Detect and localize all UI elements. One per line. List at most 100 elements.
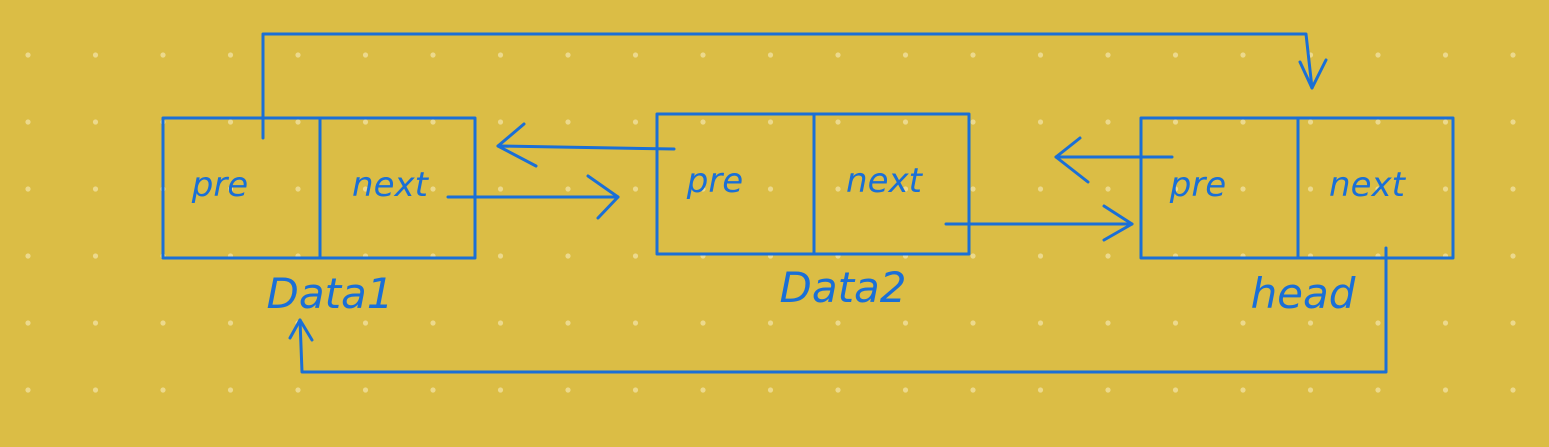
arrow-data1-pre-to-head — [261, 32, 1328, 140]
grid-dot — [565, 52, 571, 58]
grid-dot — [1240, 387, 1246, 393]
grid-dot — [92, 119, 99, 125]
grid-dot — [92, 253, 99, 259]
grid-dot — [1172, 52, 1179, 58]
grid-dot — [1375, 186, 1381, 192]
node-data1-field-next: next — [352, 165, 430, 205]
grid-dot — [1037, 52, 1044, 58]
grid-dot — [1307, 387, 1314, 393]
grid-dot — [1105, 52, 1111, 58]
grid-dot — [25, 387, 31, 393]
grid-dot — [970, 387, 976, 393]
grid-dot — [92, 320, 99, 326]
grid-dot — [970, 253, 976, 259]
node-head-field-pre: pre — [1169, 165, 1226, 205]
grid-dot — [565, 320, 571, 326]
grid-dot — [160, 387, 166, 393]
grid-dot — [835, 52, 841, 58]
grid-dot — [1105, 119, 1111, 125]
grid-dot — [25, 52, 31, 58]
grid-dot — [1307, 320, 1314, 326]
grid-dot — [92, 52, 99, 58]
grid-dot — [835, 186, 841, 192]
arrow-head-next-to-data1 — [288, 246, 1388, 374]
grid-dot — [835, 119, 841, 125]
grid-dot — [295, 119, 301, 125]
dot-grid — [25, 52, 1516, 393]
grid-dot — [430, 320, 436, 326]
grid-dot — [767, 52, 774, 58]
grid-dot — [25, 320, 31, 326]
node-data2-label: Data2 — [779, 263, 906, 312]
grid-dot — [1037, 186, 1044, 192]
grid-dot — [430, 119, 436, 125]
grid-dot — [1375, 387, 1381, 393]
grid-dot — [632, 320, 639, 326]
grid-dot — [902, 387, 909, 393]
grid-dot — [497, 119, 504, 125]
grid-dot — [565, 387, 571, 393]
grid-dot — [362, 387, 369, 393]
grid-dot — [1375, 320, 1381, 326]
grid-dot — [632, 186, 639, 192]
grid-dot — [1375, 52, 1381, 58]
grid-dot — [700, 320, 706, 326]
grid-dot — [700, 52, 706, 58]
grid-dot — [1105, 253, 1111, 259]
grid-dot — [295, 186, 301, 192]
grid-dot — [1037, 320, 1044, 326]
grid-dot — [227, 186, 234, 192]
grid-dot — [565, 186, 571, 192]
grid-dot — [767, 119, 774, 125]
grid-dot — [160, 320, 166, 326]
grid-dot — [430, 186, 436, 192]
grid-dot — [1442, 320, 1449, 326]
grid-dot — [970, 186, 976, 192]
grid-dot — [497, 320, 504, 326]
arrow-data2-next-to-head — [944, 204, 1134, 242]
grid-dot — [632, 119, 639, 125]
grid-dot — [902, 186, 909, 192]
grid-dot — [1105, 186, 1111, 192]
grid-dot — [1240, 320, 1246, 326]
grid-dot — [1037, 253, 1044, 259]
grid-dot — [362, 320, 369, 326]
grid-dot — [1510, 320, 1516, 326]
grid-dot — [497, 387, 504, 393]
node-head-label: head — [1251, 269, 1356, 318]
grid-dot — [295, 387, 301, 393]
arrow-head-pre-to-data2 — [1054, 136, 1174, 184]
grid-dot — [227, 320, 234, 326]
grid-dot — [970, 320, 976, 326]
grid-dot — [767, 387, 774, 393]
grid-dot — [227, 52, 234, 58]
grid-dot — [1510, 387, 1516, 393]
grid-dot — [497, 52, 504, 58]
grid-dot — [160, 52, 166, 58]
grid-dot — [1172, 186, 1179, 192]
grid-dot — [902, 320, 909, 326]
grid-dot — [1037, 119, 1044, 125]
grid-dot — [362, 186, 369, 192]
arrow-data2-pre-to-data1 — [496, 122, 676, 168]
grid-dot — [497, 186, 504, 192]
grid-dot — [227, 387, 234, 393]
grid-dot — [1172, 387, 1179, 393]
grid-dot — [632, 387, 639, 393]
grid-dot — [1510, 119, 1516, 125]
grid-dot — [1375, 119, 1381, 125]
grid-dot — [1442, 119, 1449, 125]
grid-dot — [1510, 52, 1516, 58]
grid-dot — [1307, 119, 1314, 125]
grid-dot — [92, 186, 99, 192]
grid-dot — [835, 320, 841, 326]
grid-dot — [632, 253, 639, 259]
grid-dot — [497, 253, 504, 259]
node-head-field-next: next — [1329, 165, 1407, 205]
grid-dot — [632, 52, 639, 58]
grid-dot — [25, 253, 31, 259]
node-data1 — [161, 116, 477, 260]
grid-dot — [565, 253, 571, 259]
grid-dot — [1240, 186, 1246, 192]
grid-dot — [1442, 186, 1449, 192]
